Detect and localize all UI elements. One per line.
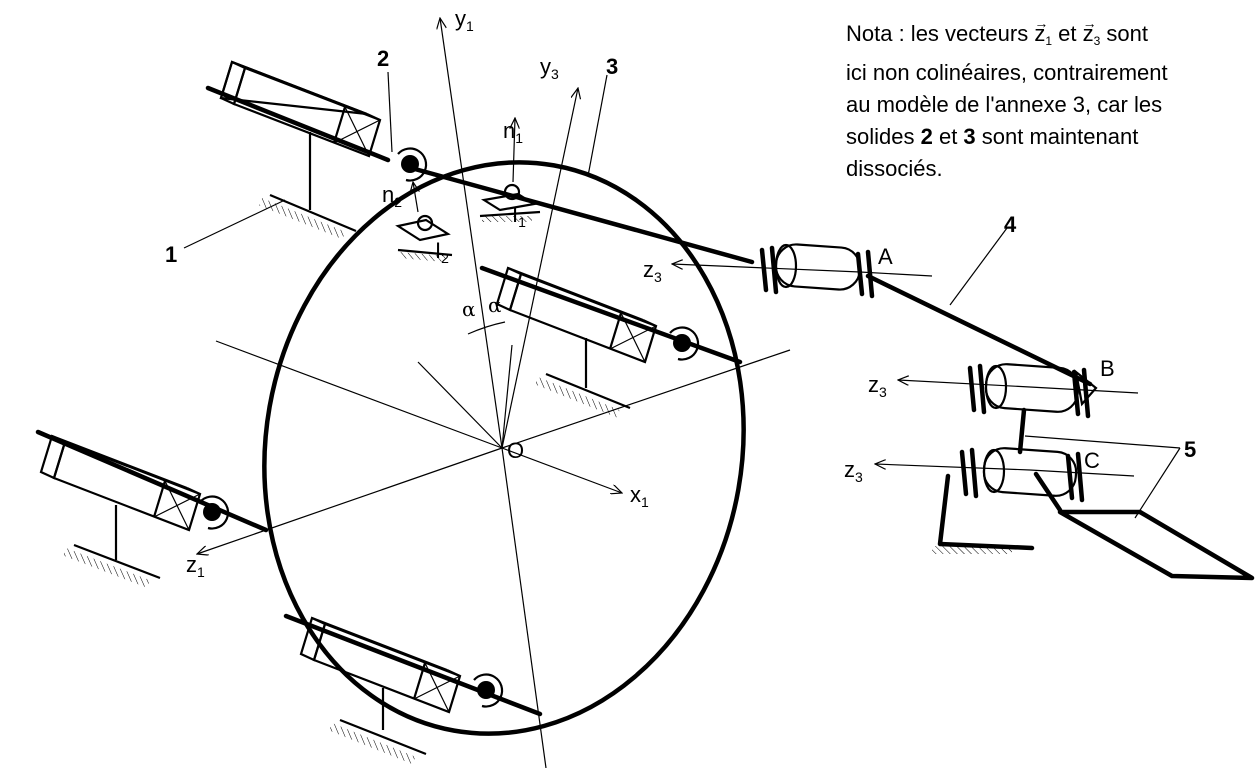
vector-z3: z3→ bbox=[1082, 18, 1101, 48]
n2-radial-line bbox=[417, 361, 503, 449]
wheel-ellipse bbox=[262, 160, 746, 736]
label-z1: z1 bbox=[186, 552, 205, 580]
n1-radial-line bbox=[501, 344, 513, 449]
bearing-top-left bbox=[205, 60, 755, 265]
joint-A bbox=[672, 243, 1093, 387]
y1-axis-lower bbox=[501, 447, 547, 768]
note-line-1: Nota : les vecteurs z1→ et z3→ sont bbox=[846, 18, 1148, 48]
contact-I2 bbox=[395, 182, 453, 262]
label-I2: I2 bbox=[435, 238, 449, 266]
label-z3-A: z3 bbox=[643, 257, 662, 285]
label-A: A bbox=[878, 244, 893, 269]
alpha-arc bbox=[467, 321, 506, 335]
label-z3-C: z3 bbox=[844, 457, 863, 485]
leader-2 bbox=[387, 71, 393, 153]
reference-axes bbox=[197, 18, 791, 768]
label-y3: y3 bbox=[540, 54, 559, 82]
note-line-4: solides 2 et 3 sont maintenant bbox=[846, 124, 1139, 149]
shaft bbox=[283, 613, 543, 717]
shaft-to-A bbox=[401, 163, 755, 265]
label-part-5: 5 bbox=[1184, 437, 1196, 462]
x1-axis bbox=[501, 447, 622, 493]
joint-B bbox=[898, 363, 1139, 455]
note-line-5: dissociés. bbox=[846, 156, 943, 181]
z3-axis-C bbox=[875, 464, 1031, 471]
bearing-left bbox=[35, 429, 269, 588]
label-n1: n1 bbox=[503, 118, 523, 146]
label-part-1: 1 bbox=[165, 242, 177, 267]
link-4 bbox=[865, 273, 1093, 387]
joint-C bbox=[875, 447, 1255, 581]
z3-axis-B bbox=[898, 380, 1031, 388]
label-I1: I1 bbox=[512, 202, 526, 230]
bearing-center bbox=[479, 265, 743, 418]
label-O: O bbox=[507, 438, 524, 463]
label-part-2: 2 bbox=[377, 46, 389, 71]
label-part-4: 4 bbox=[1004, 212, 1017, 237]
label-n2: n2 bbox=[382, 182, 402, 210]
label-part-3: 3 bbox=[606, 54, 618, 79]
label-y1: y1 bbox=[455, 6, 474, 34]
leader-5a bbox=[1024, 435, 1181, 449]
label-alpha-left: α bbox=[462, 297, 476, 321]
n2-vector bbox=[413, 182, 418, 213]
leader-4 bbox=[949, 227, 1008, 306]
z1-axis bbox=[197, 447, 503, 554]
leader-lines bbox=[183, 71, 1181, 519]
label-alpha-right: α bbox=[488, 293, 502, 317]
label-C: C bbox=[1084, 448, 1100, 473]
note-text: Nota : les vecteurs z1→ et z3→ sont ici … bbox=[846, 18, 1255, 185]
note-line-3: au modèle de l'annexe 3, car les bbox=[846, 92, 1163, 117]
label-B: B bbox=[1100, 356, 1115, 381]
y3-axis bbox=[501, 88, 578, 449]
link-5-arm bbox=[1033, 471, 1063, 513]
x1-axis-back bbox=[215, 340, 503, 449]
contact-I1 bbox=[479, 118, 541, 222]
label-z3-B: z3 bbox=[868, 372, 887, 400]
plate-5 bbox=[1057, 509, 1255, 581]
bearing-bottom bbox=[283, 613, 543, 765]
n1-vector bbox=[513, 118, 515, 183]
label-x1: x1 bbox=[630, 482, 649, 510]
note-line-2: ici non colinéaires, contrairement bbox=[846, 60, 1168, 85]
leader-3 bbox=[587, 74, 608, 177]
vector-z1: z1→ bbox=[1034, 18, 1052, 48]
y1-axis bbox=[440, 18, 503, 449]
leader-5b bbox=[1134, 447, 1181, 519]
labels: 2 3 1 4 5 y1 y3 n1 n2 I1 I2 x1 z1 z3 z3 … bbox=[165, 6, 1196, 580]
ground-frame bbox=[937, 473, 1035, 551]
z1-axis-back bbox=[501, 349, 791, 449]
